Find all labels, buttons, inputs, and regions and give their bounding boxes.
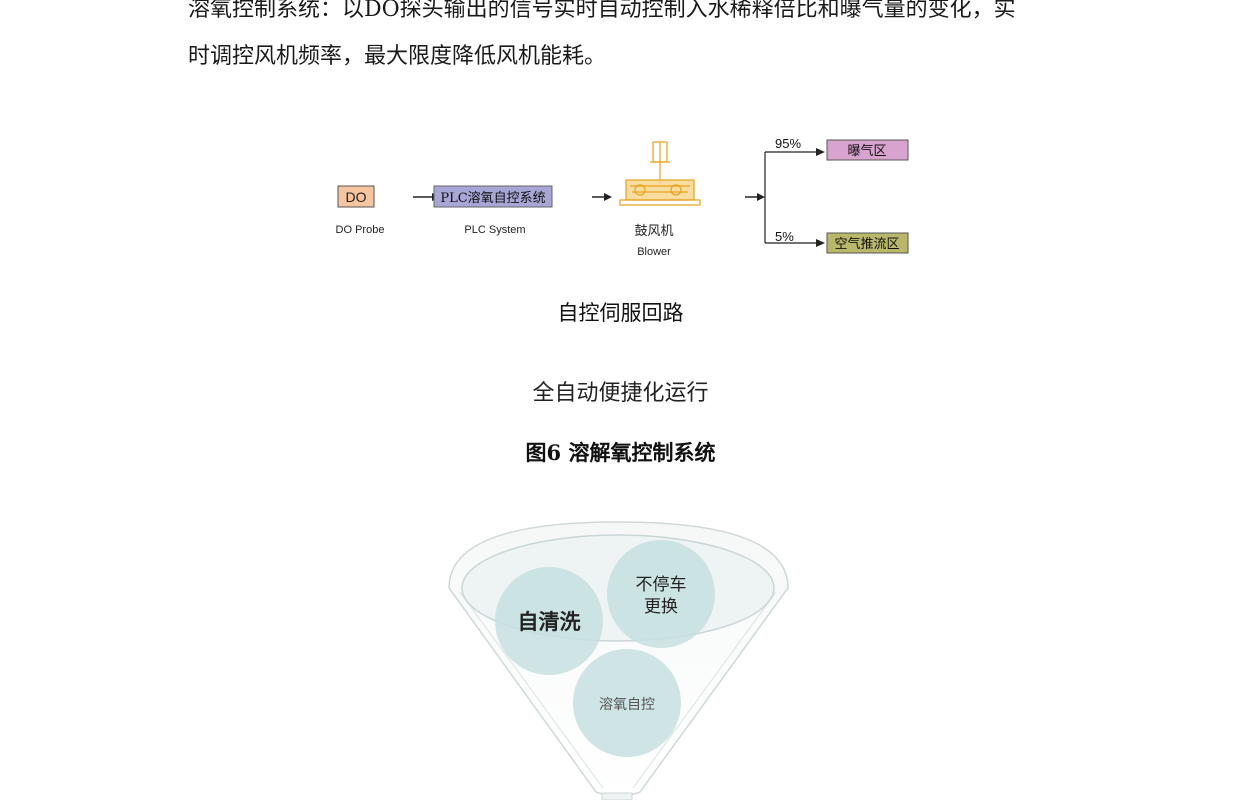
blower-icon — [619, 141, 701, 206]
circle-self-clean — [495, 567, 603, 675]
paragraph-line-1: 溶氧控制系统：以DO探头输出的信号实时自动控制入水稀释倍比和曝气量的变化，实 — [188, 0, 1016, 22]
blower-label-cn: 鼓风机 — [634, 224, 673, 239]
self-clean-text: 自清洗 — [518, 610, 581, 634]
no-stop-text-line1: 不停车 — [636, 575, 687, 595]
aeration-zone-text: 曝气区 — [847, 143, 886, 159]
no-stop-text-line2: 更换 — [644, 597, 678, 617]
do-box — [337, 185, 375, 208]
auto-operation-caption: 全自动便捷化运行 — [532, 381, 709, 406]
funnel-inner-edge — [459, 591, 777, 789]
circle-no-stop — [607, 540, 715, 648]
plc-box — [433, 185, 553, 208]
do-box-text: DO — [346, 189, 367, 205]
blower-label-en: Blower — [637, 246, 671, 258]
airlift-zone-box — [826, 232, 909, 254]
paragraph-line-2: 时调控风机频率，最大限度降低风机能耗。 — [188, 44, 607, 69]
arrowhead-blower-split — [757, 193, 765, 201]
loop-caption: 自控伺服回路 — [557, 301, 684, 325]
pct-5-label: 5% — [775, 229, 794, 244]
arrowhead-bottom — [816, 239, 825, 247]
arrowhead-plc-blower — [604, 193, 612, 201]
funnel-spout — [601, 792, 633, 800]
plc-system-label: PLC System — [464, 224, 525, 236]
do-probe-label: DO Probe — [336, 224, 385, 236]
pct-95-label: 95% — [775, 136, 801, 151]
figure-caption: 图6 溶解氧控制系统 — [525, 440, 716, 465]
aeration-zone-box — [826, 139, 909, 161]
airlift-zone-text: 空气推流区 — [834, 236, 899, 252]
circle-do-control — [573, 649, 681, 757]
arrowhead-top — [816, 148, 825, 156]
do-control-text: 溶氧自控 — [599, 697, 655, 713]
plc-box-text: PLC溶氧自控系统 — [440, 191, 545, 206]
